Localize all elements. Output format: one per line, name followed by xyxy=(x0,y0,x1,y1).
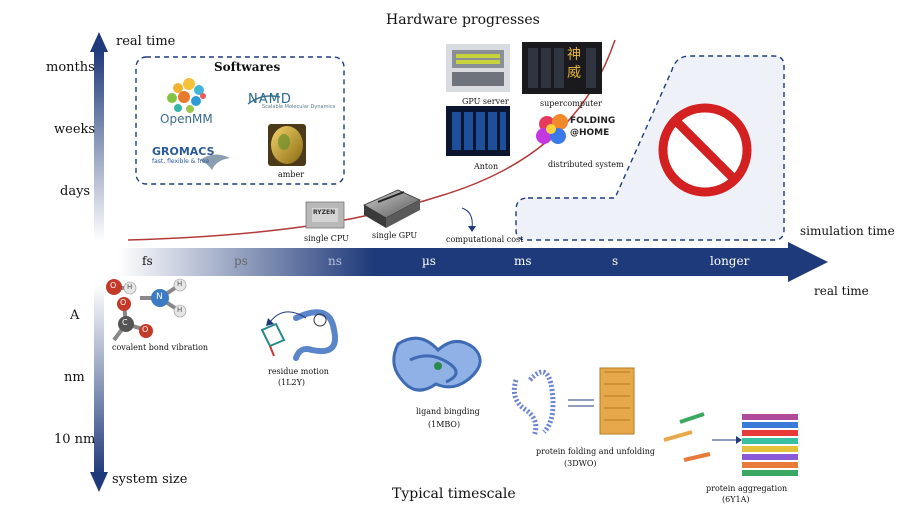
protein-folding-structure xyxy=(511,367,635,437)
atom-c xyxy=(118,316,134,332)
residue-pdb: (1L2Y) xyxy=(278,378,306,387)
tick-us: µs xyxy=(422,254,436,268)
amber-inclusion xyxy=(278,134,290,150)
cost-pointer-arrowhead xyxy=(468,226,476,232)
atom-h2 xyxy=(173,278,187,292)
atom-h3 xyxy=(173,304,187,318)
computational-cost-curve xyxy=(127,39,616,241)
time-tick-weeks: weeks xyxy=(54,122,96,137)
folding-caption: protein folding and unfolding xyxy=(536,447,655,456)
tick-ns: ns xyxy=(328,254,342,268)
size-tick-angstrom: A xyxy=(70,308,80,323)
single-cpu-label: single CPU xyxy=(304,234,349,243)
residue-caption: residue motion xyxy=(268,367,329,376)
namd-swoosh xyxy=(247,95,281,105)
distributed-system-label: distributed system xyxy=(548,160,624,169)
time-axis xyxy=(118,242,828,282)
supercomputer-label: supercomputer xyxy=(540,99,602,108)
openmm-label: OpenMM xyxy=(160,112,213,126)
supercomputer-image xyxy=(522,42,602,94)
atom-label-h1: H xyxy=(127,283,133,291)
cpu-chip-icon xyxy=(305,201,345,229)
atom-label-h3: H xyxy=(177,306,183,314)
gromacs-bird-icon xyxy=(200,154,230,170)
tick-ms: ms xyxy=(514,254,532,268)
folding-text-1: FOLDING xyxy=(570,116,616,126)
gpu-server-label: GPU server xyxy=(462,97,509,106)
tick-s: s xyxy=(612,254,619,268)
gromacs-label: GROMACS xyxy=(152,145,215,158)
folding-at-home-logo xyxy=(536,114,568,144)
axis-top-label: real time xyxy=(116,34,176,49)
atom-label-n: N xyxy=(156,292,163,302)
cost-pointer-arrow xyxy=(461,207,473,229)
aggregation-pdb: (6Y1A) xyxy=(722,495,750,504)
vertical-axis xyxy=(90,32,108,492)
residue-motion-structure xyxy=(260,309,338,361)
time-tick-days: days xyxy=(60,184,91,199)
size-tick-nm: nm xyxy=(64,370,85,385)
bond-caption: covalent bond vibration xyxy=(112,343,209,352)
namd-label: NAMD xyxy=(248,92,292,107)
forbidden-icon xyxy=(658,103,752,197)
single-gpu-label: single GPU xyxy=(372,231,418,240)
vertical-axis-top-arrow xyxy=(90,32,108,52)
vertical-axis-bottom-arrow xyxy=(90,472,108,492)
axis-label-real-time: real time xyxy=(814,284,869,298)
atom-label-h2: H xyxy=(177,280,183,288)
ligand-caption: ligand bingding xyxy=(416,407,480,416)
namd-sublabel: Scalable Molecular Dynamics xyxy=(262,104,336,110)
tick-ps: ps xyxy=(234,254,248,268)
cpu-chip-text: RYZEN xyxy=(313,209,336,216)
ligand-binding-structure xyxy=(392,336,482,392)
software-box xyxy=(135,56,345,185)
size-tick-10nm: 10 nm xyxy=(54,432,96,447)
atom-label-o1: O xyxy=(110,281,117,290)
anton-label: Anton xyxy=(474,162,499,171)
amber-label: amber xyxy=(278,170,305,179)
protein-aggregation-structure xyxy=(663,412,798,476)
time-axis-arrow-head xyxy=(788,242,828,282)
ligand-pdb: (1MBO) xyxy=(428,420,461,429)
atom-o3 xyxy=(139,324,153,338)
vertical-axis-bar xyxy=(94,50,104,476)
computational-cost-label: computational cost xyxy=(446,235,524,244)
gpu-server-image xyxy=(446,44,510,92)
time-tick-months: months xyxy=(46,60,95,75)
openmm-logo xyxy=(167,78,206,113)
tick-fs: fs xyxy=(142,254,153,268)
atom-h1 xyxy=(123,281,137,295)
aggregation-caption: protein aggregation xyxy=(706,484,788,493)
folding-text-2: @HOME xyxy=(570,128,610,138)
atom-o2 xyxy=(117,297,131,311)
timescale-title: Typical timescale xyxy=(392,486,516,502)
time-axis-bar xyxy=(118,248,790,276)
tick-longer: longer xyxy=(710,254,750,268)
supercomputer-glyphs: 神威 xyxy=(567,47,581,81)
atom-label-o3: O xyxy=(142,325,149,334)
axis-bottom-label: system size xyxy=(112,472,188,487)
atom-label-c: C xyxy=(122,318,128,327)
atom-label-o2: O xyxy=(120,298,127,307)
axis-label-simulation-time: simulation time xyxy=(800,224,895,238)
gromacs-sublabel: fast, flexible & free xyxy=(152,158,210,165)
atom-n xyxy=(151,289,169,307)
softwares-title: Softwares xyxy=(214,60,281,74)
gpu-card-icon xyxy=(363,189,421,228)
atom-o1 xyxy=(106,279,122,295)
folding-pdb: (3DWO) xyxy=(564,459,597,468)
hardware-title: Hardware progresses xyxy=(386,12,540,28)
anton-image xyxy=(446,106,510,156)
bond-molecule xyxy=(106,278,187,342)
